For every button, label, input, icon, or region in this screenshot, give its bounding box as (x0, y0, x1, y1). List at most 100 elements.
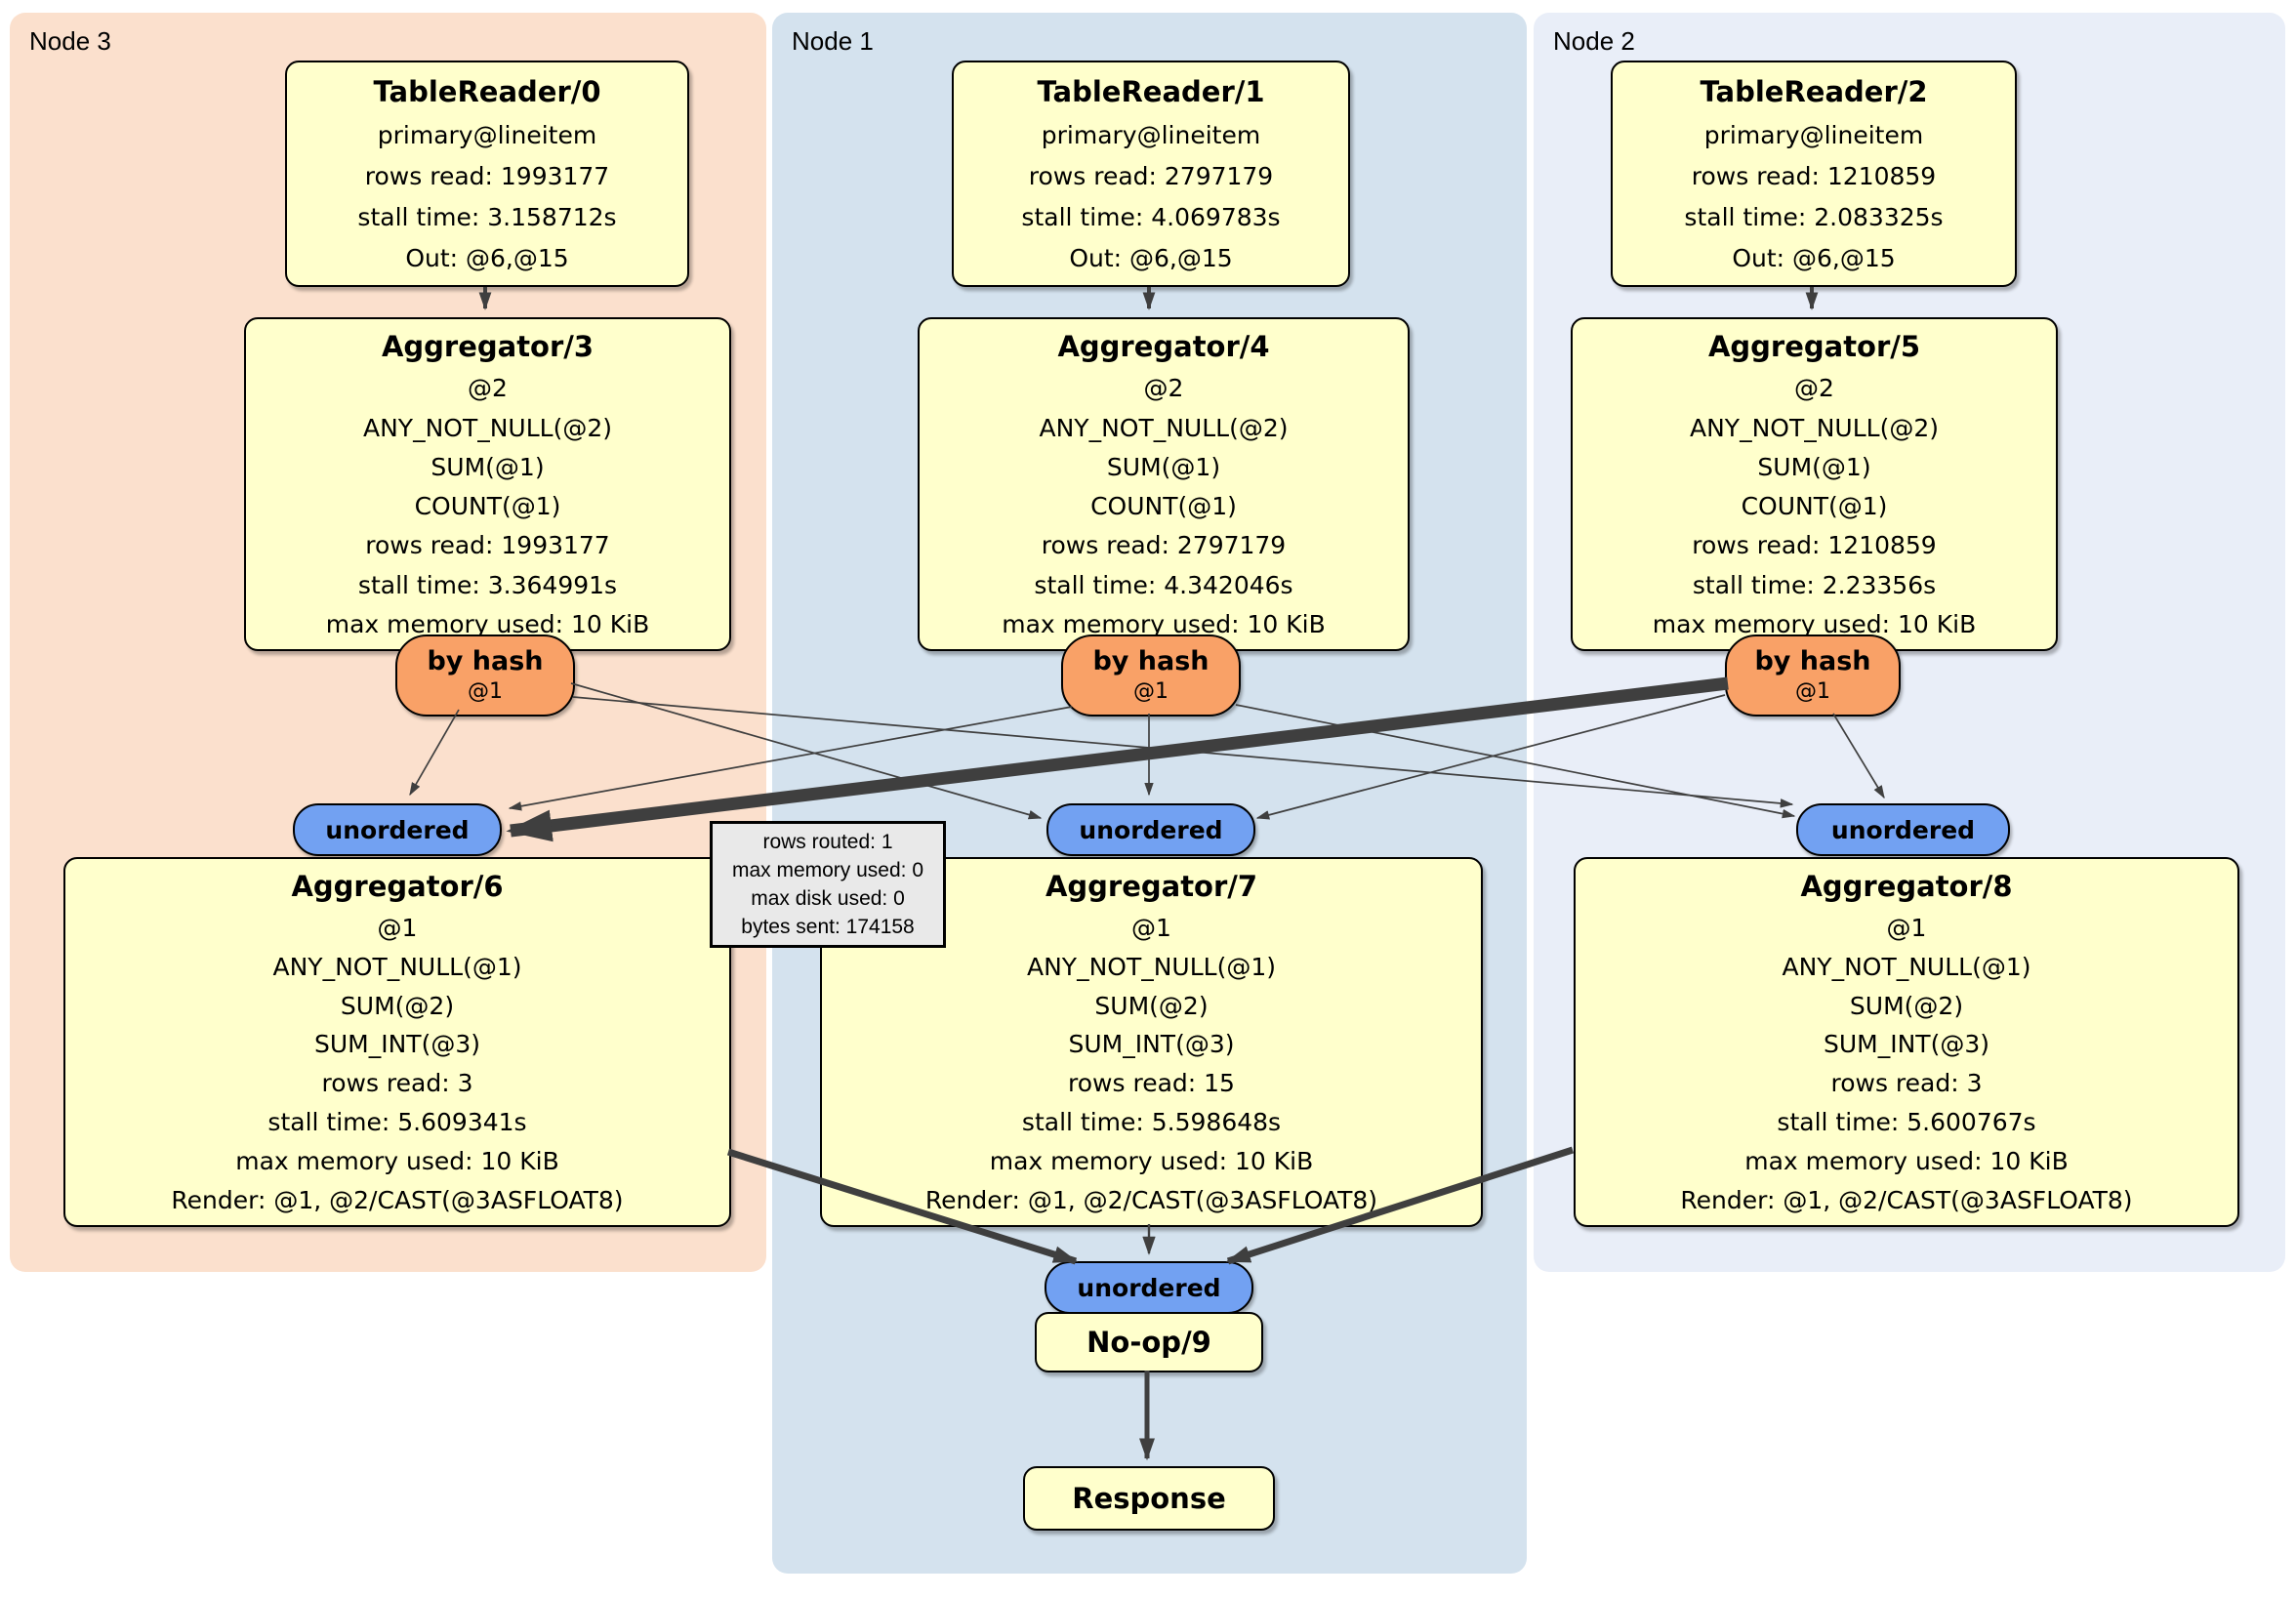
router-by-hash-node1[interactable]: by hash @1 (1061, 635, 1241, 717)
box-line: max memory used: 10 KiB (1744, 1147, 2069, 1176)
box-line: primary@lineitem (377, 121, 597, 149)
router-key: @1 (468, 679, 503, 704)
box-line: stall time: 5.609341s (267, 1108, 527, 1137)
box-line: SUM_INT(@3) (1068, 1030, 1235, 1059)
node-table-reader-2[interactable]: TableReader/2 primary@lineitem rows read… (1611, 61, 2017, 287)
box-line: Render: @1, @2/CAST(@3ASFLOAT8) (171, 1186, 624, 1215)
sync-label: unordered (1077, 1273, 1221, 1302)
router-label: by hash (427, 646, 544, 676)
box-title: Aggregator/8 (1800, 869, 2013, 903)
edge-stats-tooltip: rows routed: 1 max memory used: 0 max di… (710, 821, 946, 948)
box-line: rows read: 1993177 (365, 531, 610, 560)
box-line: max memory used: 10 KiB (989, 1147, 1314, 1176)
box-line: @1 (1886, 913, 1927, 942)
box-line: COUNT(@1) (1741, 492, 1888, 521)
box-title: Aggregator/3 (381, 330, 594, 364)
node-table-reader-0[interactable]: TableReader/0 primary@lineitem rows read… (285, 61, 689, 287)
node-aggregator-8[interactable]: Aggregator/8 @1 ANY_NOT_NULL(@1) SUM(@2)… (1574, 857, 2239, 1227)
box-line: stall time: 5.598648s (1021, 1108, 1282, 1137)
panel-node3-label: Node 3 (29, 26, 111, 56)
box-line: ANY_NOT_NULL(@2) (363, 413, 612, 442)
box-line: stall time: 4.342046s (1034, 570, 1293, 599)
box-line: SUM(@2) (1094, 991, 1209, 1020)
node-aggregator-6[interactable]: Aggregator/6 @1 ANY_NOT_NULL(@1) SUM(@2)… (63, 857, 731, 1227)
box-line: COUNT(@1) (414, 492, 561, 521)
box-line: max memory used: 10 KiB (1002, 609, 1326, 638)
box-line: rows read: 1993177 (364, 162, 610, 190)
box-line: Render: @1, @2/CAST(@3ASFLOAT8) (924, 1186, 1378, 1215)
box-title: Aggregator/4 (1057, 330, 1270, 364)
panel-node1-label: Node 1 (792, 26, 874, 56)
box-title: Aggregator/6 (291, 869, 504, 903)
node-response[interactable]: Response (1023, 1466, 1275, 1531)
box-line: rows read: 1210859 (1691, 162, 1937, 190)
box-line: SUM(@1) (1106, 452, 1221, 481)
node-aggregator-5[interactable]: Aggregator/5 @2 ANY_NOT_NULL(@2) SUM(@1)… (1571, 317, 2058, 651)
box-line: stall time: 2.23356s (1692, 570, 1937, 599)
sync-label: unordered (1830, 815, 1976, 844)
box-line: @2 (468, 374, 508, 403)
box-title: Aggregator/7 (1045, 869, 1258, 903)
sync-label: unordered (325, 815, 470, 844)
tooltip-line: max memory used: 0 (731, 859, 924, 881)
node-aggregator-3[interactable]: Aggregator/3 @2 ANY_NOT_NULL(@2) SUM(@1)… (244, 317, 731, 651)
sync-unordered-final[interactable]: unordered (1045, 1261, 1253, 1314)
box-line: COUNT(@1) (1090, 492, 1237, 521)
sync-unordered-node2[interactable]: unordered (1796, 803, 2010, 856)
box-title: Response (1072, 1482, 1226, 1515)
tooltip-line: rows routed: 1 (762, 831, 893, 853)
tooltip-line: bytes sent: 174158 (741, 916, 915, 938)
sync-label: unordered (1079, 815, 1223, 844)
box-line: stall time: 2.083325s (1684, 203, 1944, 231)
router-key: @1 (1795, 679, 1830, 704)
panel-node2-label: Node 2 (1553, 26, 1635, 56)
box-line: max memory used: 10 KiB (325, 609, 650, 638)
box-line: @2 (1143, 374, 1184, 403)
router-by-hash-node3[interactable]: by hash @1 (395, 635, 575, 717)
box-line: rows read: 2797179 (1028, 162, 1274, 190)
router-by-hash-node2[interactable]: by hash @1 (1725, 635, 1901, 717)
box-line: SUM(@2) (1849, 991, 1964, 1020)
box-line: ANY_NOT_NULL(@1) (272, 952, 522, 981)
box-line: SUM(@2) (340, 991, 455, 1020)
box-line: SUM(@1) (430, 452, 545, 481)
box-line: primary@lineitem (1041, 121, 1261, 149)
node-table-reader-1[interactable]: TableReader/1 primary@lineitem rows read… (952, 61, 1350, 287)
box-line: stall time: 3.364991s (357, 570, 618, 599)
box-title: Aggregator/5 (1707, 330, 1921, 364)
box-line: rows read: 15 (1068, 1069, 1235, 1098)
box-line: @1 (377, 913, 418, 942)
box-line: Out: @6,@15 (1069, 244, 1233, 272)
box-line: stall time: 5.600767s (1777, 1108, 2036, 1137)
box-line: rows read: 1210859 (1692, 531, 1937, 560)
router-label: by hash (1754, 646, 1871, 676)
box-line: Render: @1, @2/CAST(@3ASFLOAT8) (1680, 1186, 2133, 1215)
sync-unordered-node3[interactable]: unordered (293, 803, 502, 856)
box-title: TableReader/2 (1700, 75, 1928, 108)
box-line: rows read: 2797179 (1041, 531, 1287, 560)
sync-unordered-node1[interactable]: unordered (1046, 803, 1255, 856)
box-title: TableReader/0 (373, 75, 601, 108)
box-line: stall time: 3.158712s (357, 203, 617, 231)
router-key: @1 (1133, 679, 1168, 704)
box-line: SUM_INT(@3) (314, 1030, 480, 1059)
node-aggregator-4[interactable]: Aggregator/4 @2 ANY_NOT_NULL(@2) SUM(@1)… (918, 317, 1410, 651)
box-line: ANY_NOT_NULL(@2) (1039, 413, 1289, 442)
router-label: by hash (1092, 646, 1210, 676)
box-line: SUM_INT(@3) (1824, 1030, 1989, 1059)
box-title: No-op/9 (1086, 1326, 1211, 1359)
box-line: rows read: 3 (321, 1069, 473, 1098)
box-line: @2 (1794, 374, 1834, 403)
box-title: TableReader/1 (1037, 75, 1265, 108)
box-line: Out: @6,@15 (1732, 244, 1896, 272)
box-line: rows read: 3 (1830, 1069, 1983, 1098)
box-line: Out: @6,@15 (405, 244, 569, 272)
node-noop-9[interactable]: No-op/9 (1035, 1312, 1263, 1372)
box-line: @1 (1131, 913, 1171, 942)
box-line: SUM(@1) (1757, 452, 1871, 481)
box-line: stall time: 4.069783s (1021, 203, 1281, 231)
box-line: ANY_NOT_NULL(@2) (1690, 413, 1939, 442)
box-line: primary@lineitem (1703, 121, 1924, 149)
box-line: max memory used: 10 KiB (235, 1147, 559, 1176)
